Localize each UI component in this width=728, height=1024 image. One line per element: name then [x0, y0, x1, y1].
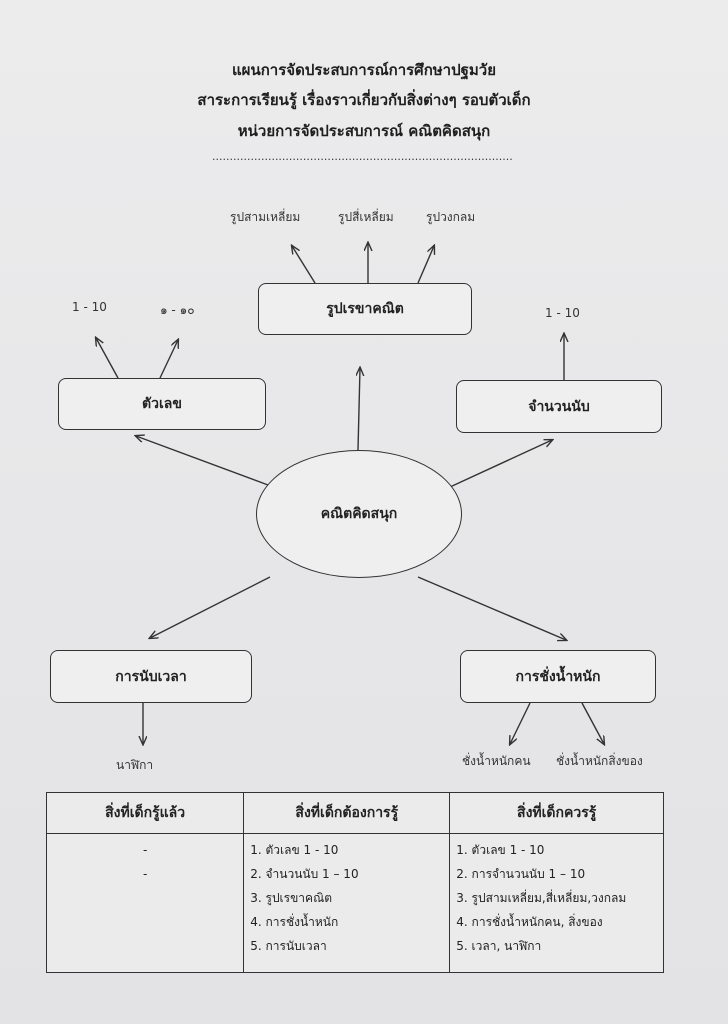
- node-geometry: รูปเรขาคณิต: [258, 283, 472, 335]
- leaf-square: รูปสี่เหลี่ยม: [338, 210, 394, 224]
- list-item: 1. ตัวเลข 1 - 10: [250, 843, 339, 857]
- arrow-circle: [417, 246, 434, 284]
- title-unit: หน่วยการจัดประสบการณ์ คณิตคิดสนุก: [237, 122, 491, 140]
- leaf-circle: รูปวงกลม: [426, 210, 476, 224]
- list-item: 3. รูปเรขาคณิต: [250, 891, 333, 905]
- list-item: 4. การชั่งน้ำหนัก: [250, 915, 339, 929]
- cell-want-to-know: 1. ตัวเลข 1 - 10 2. จำนวนนับ 1 – 10 3. ร…: [243, 833, 451, 973]
- node-time: การนับเวลา: [50, 650, 252, 703]
- table-row: - - 1. ตัวเลข 1 - 10 2. จำนวนนับ 1 – 10 …: [45, 833, 664, 973]
- leaf-count-range: 1 - 10: [545, 306, 580, 320]
- cell-should-know: 1. ตัวเลข 1 - 10 2. การจำนวนนับ 1 – 10 3…: [449, 833, 664, 973]
- arrow-center-numbers: [136, 436, 269, 486]
- list-item: 1. ตัวเลข 1 - 10: [456, 843, 545, 857]
- cell-known: - -: [45, 833, 245, 973]
- list-item: -: [142, 843, 148, 857]
- list-item: 2. การจำนวนนับ 1 – 10: [456, 867, 586, 881]
- arrow-center-time: [150, 576, 271, 638]
- node-weighing: การชั่งน้ำหนัก: [460, 650, 656, 703]
- list-item: -: [142, 867, 148, 881]
- leaf-weigh-things: ชั่งน้ำหนักสิ่งของ: [556, 754, 643, 768]
- arrow-triangle: [292, 246, 316, 284]
- arrow-center-counting: [449, 440, 552, 488]
- arrow-center-weighing: [417, 576, 566, 640]
- leaf-thai-numerals: ๑ - ๑๐: [160, 303, 195, 317]
- list-item: 5. การนับเวลา: [250, 939, 327, 953]
- dotted-rule: ........................................…: [212, 150, 512, 162]
- arrow-weigh-things: [581, 702, 604, 744]
- list-item: 3. รูปสามเหลี่ยม,สี่เหลี่ยม,วงกลม: [456, 891, 627, 905]
- title-subject: สาระการเรียนรู้ เรื่องราวเกี่ยวกับสิ่งต่…: [197, 91, 531, 109]
- list-item: 2. จำนวนนับ 1 – 10: [250, 867, 359, 881]
- node-counting: จำนวนนับ: [456, 380, 662, 433]
- header-should-know: สิ่งที่เด็กควรรู้: [449, 792, 664, 834]
- header-known: สิ่งที่เด็กรู้แล้ว: [45, 792, 245, 834]
- leaf-triangle: รูปสามเหลี่ยม: [230, 210, 301, 224]
- leaf-weigh-people: ชั่งน้ำหนักคน: [462, 754, 531, 768]
- arrow-weigh-people: [510, 702, 531, 744]
- leaf-arabic-numerals: 1 - 10: [72, 300, 107, 314]
- knowledge-table: สิ่งที่เด็กรู้แล้ว สิ่งที่เด็กต้องการรู้…: [45, 792, 664, 973]
- list-item: 4. การชั่งน้ำหนักคน, สิ่งของ: [456, 915, 603, 929]
- list-item: 5. เวลา, นาฬิกา: [456, 939, 542, 953]
- node-numbers: ตัวเลข: [58, 378, 266, 430]
- leaf-clock: นาฬิกา: [116, 758, 154, 772]
- arrow-thai: [159, 340, 178, 379]
- arrow-center-geometry: [358, 368, 360, 451]
- arrow-arabic: [96, 338, 119, 379]
- title-plan: แผนการจัดประสบการณ์การศึกษาปฐมวัย: [232, 61, 496, 79]
- header-want-to-know: สิ่งที่เด็กต้องการรู้: [243, 792, 451, 834]
- center-topic: คณิตคิดสนุก: [256, 450, 462, 578]
